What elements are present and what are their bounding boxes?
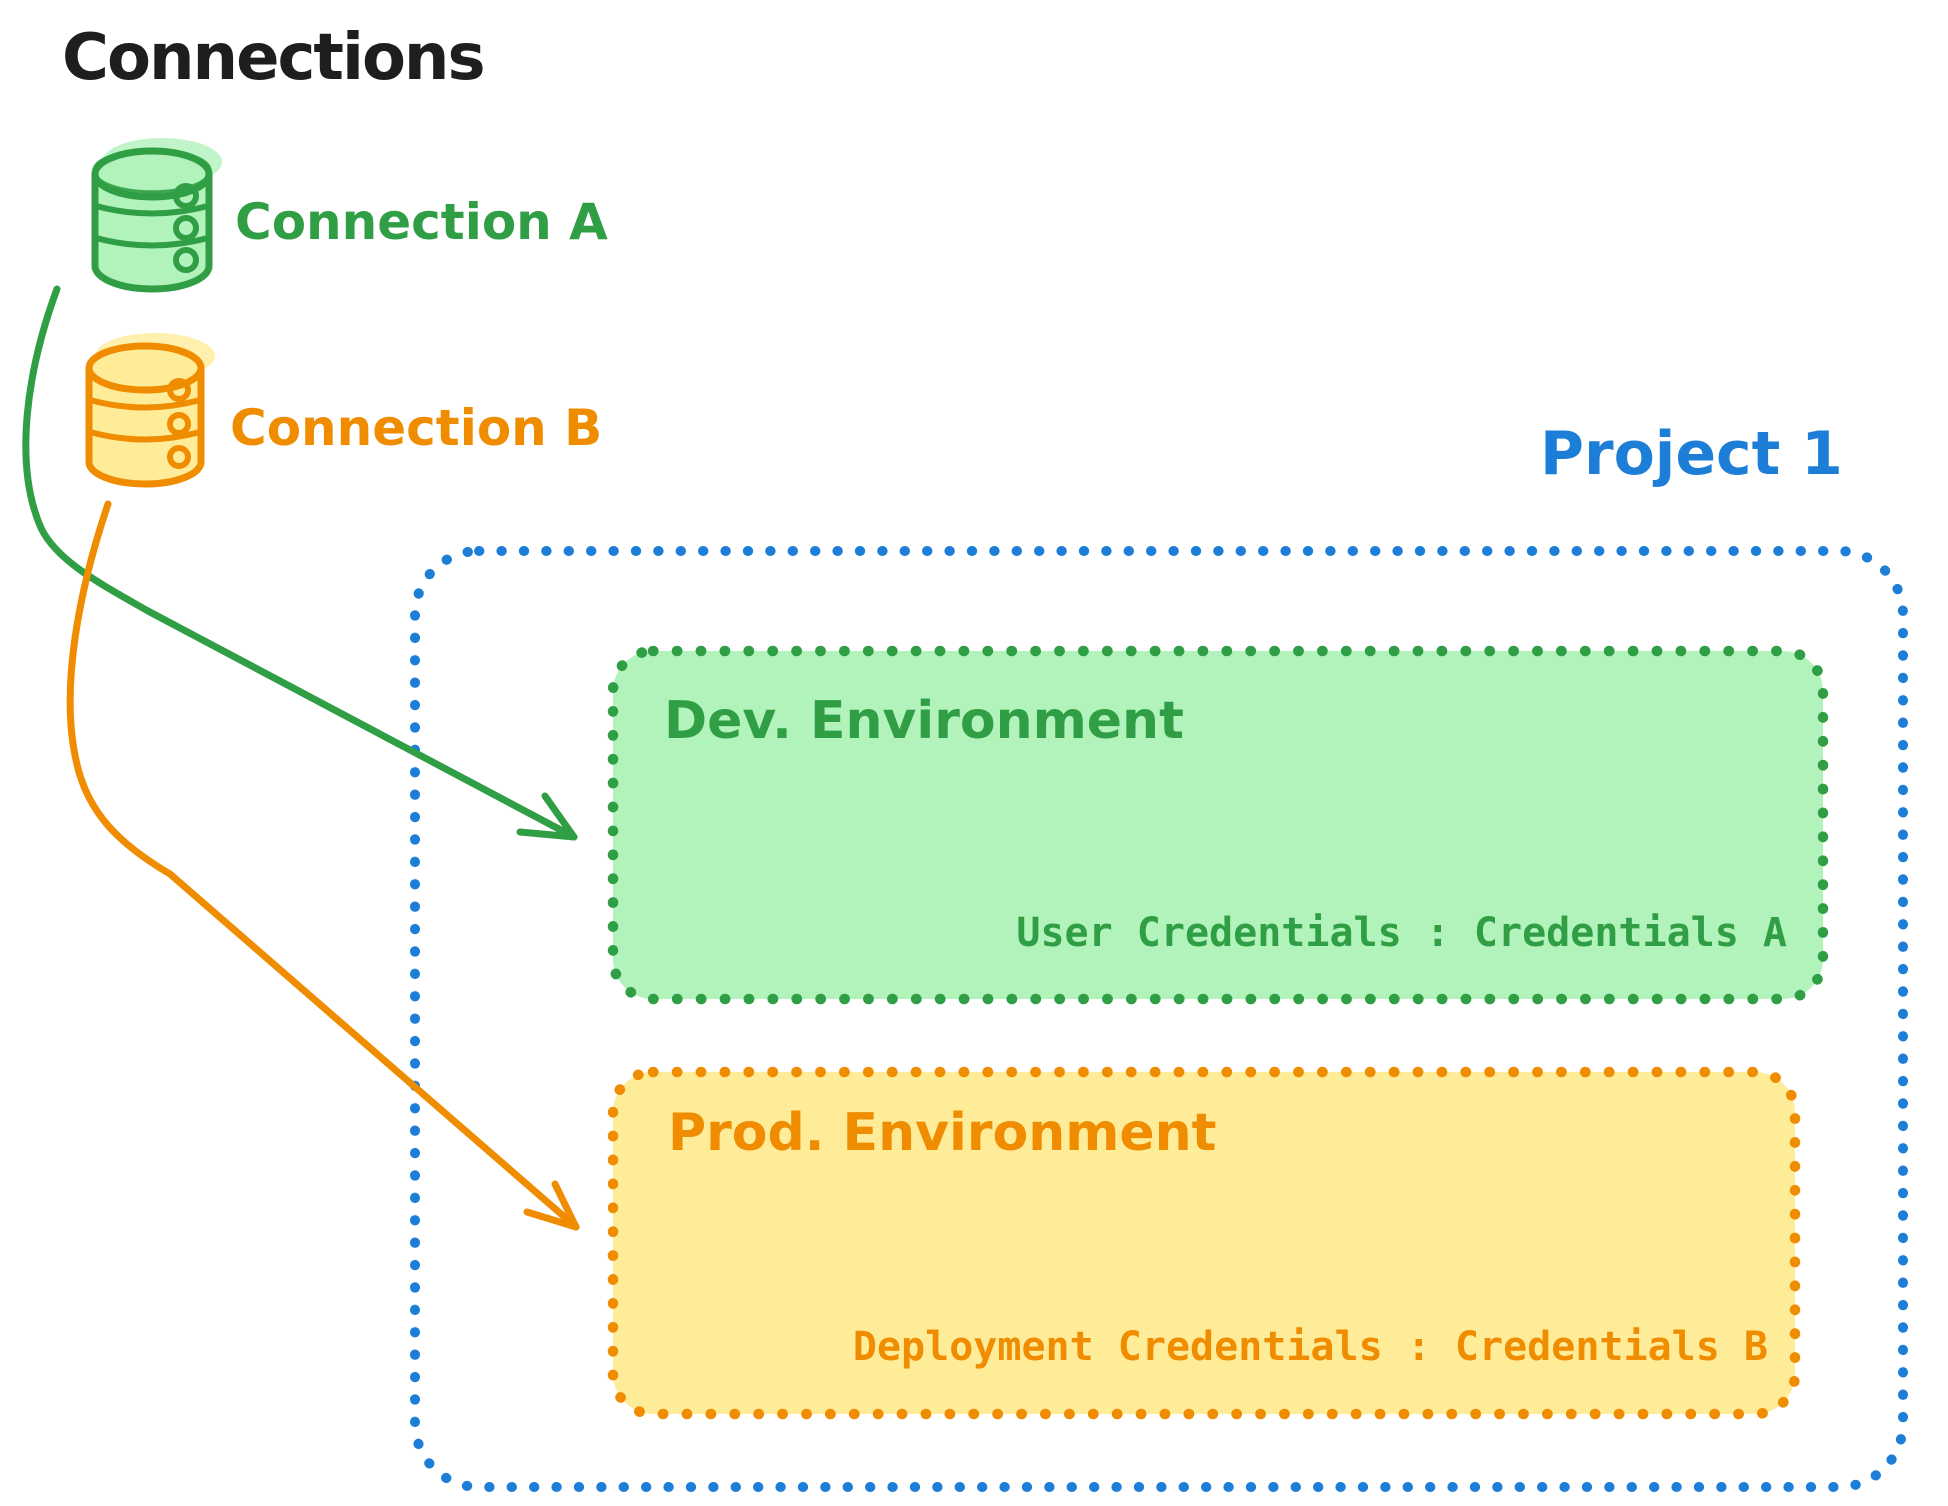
arrow-connection-a-to-dev (22, 285, 578, 841)
arrow-connection-b-to-prod (66, 500, 580, 1231)
project-box (410, 546, 1908, 1492)
database-dot (173, 183, 199, 209)
database-outline (91, 170, 213, 293)
connections-title: Connections (62, 21, 486, 95)
prod-environment-credentials: Deployment Credentials : Credentials B (852, 1324, 1768, 1370)
prod-environment-box (607, 1066, 1801, 1420)
database-band-line (87, 397, 203, 411)
database-dot (173, 247, 199, 273)
connection-a-label: Connection A (235, 193, 608, 251)
database-dot (167, 412, 191, 436)
dev-environment-box (607, 645, 1829, 1005)
database-outline (85, 364, 205, 488)
database-cylinder-icon (85, 333, 215, 488)
arrowhead (516, 792, 578, 841)
arrowhead (523, 1180, 580, 1231)
database-dot (167, 445, 191, 469)
arrow-line (22, 285, 578, 841)
database-dot (167, 378, 191, 402)
database-band-line (93, 203, 211, 217)
database-dot (173, 215, 199, 241)
database-band-line (93, 235, 211, 249)
project-title: Project 1 (1540, 419, 1843, 489)
database-cylinder-icon (91, 138, 222, 293)
dev-environment-title: Dev. Environment (664, 691, 1184, 751)
dev-environment-credentials: User Credentials : Credentials A (1016, 910, 1787, 956)
connection-b-label: Connection B (230, 399, 603, 457)
arrow-line (66, 500, 580, 1231)
database-band-line (87, 429, 203, 443)
prod-environment-title: Prod. Environment (668, 1103, 1217, 1163)
